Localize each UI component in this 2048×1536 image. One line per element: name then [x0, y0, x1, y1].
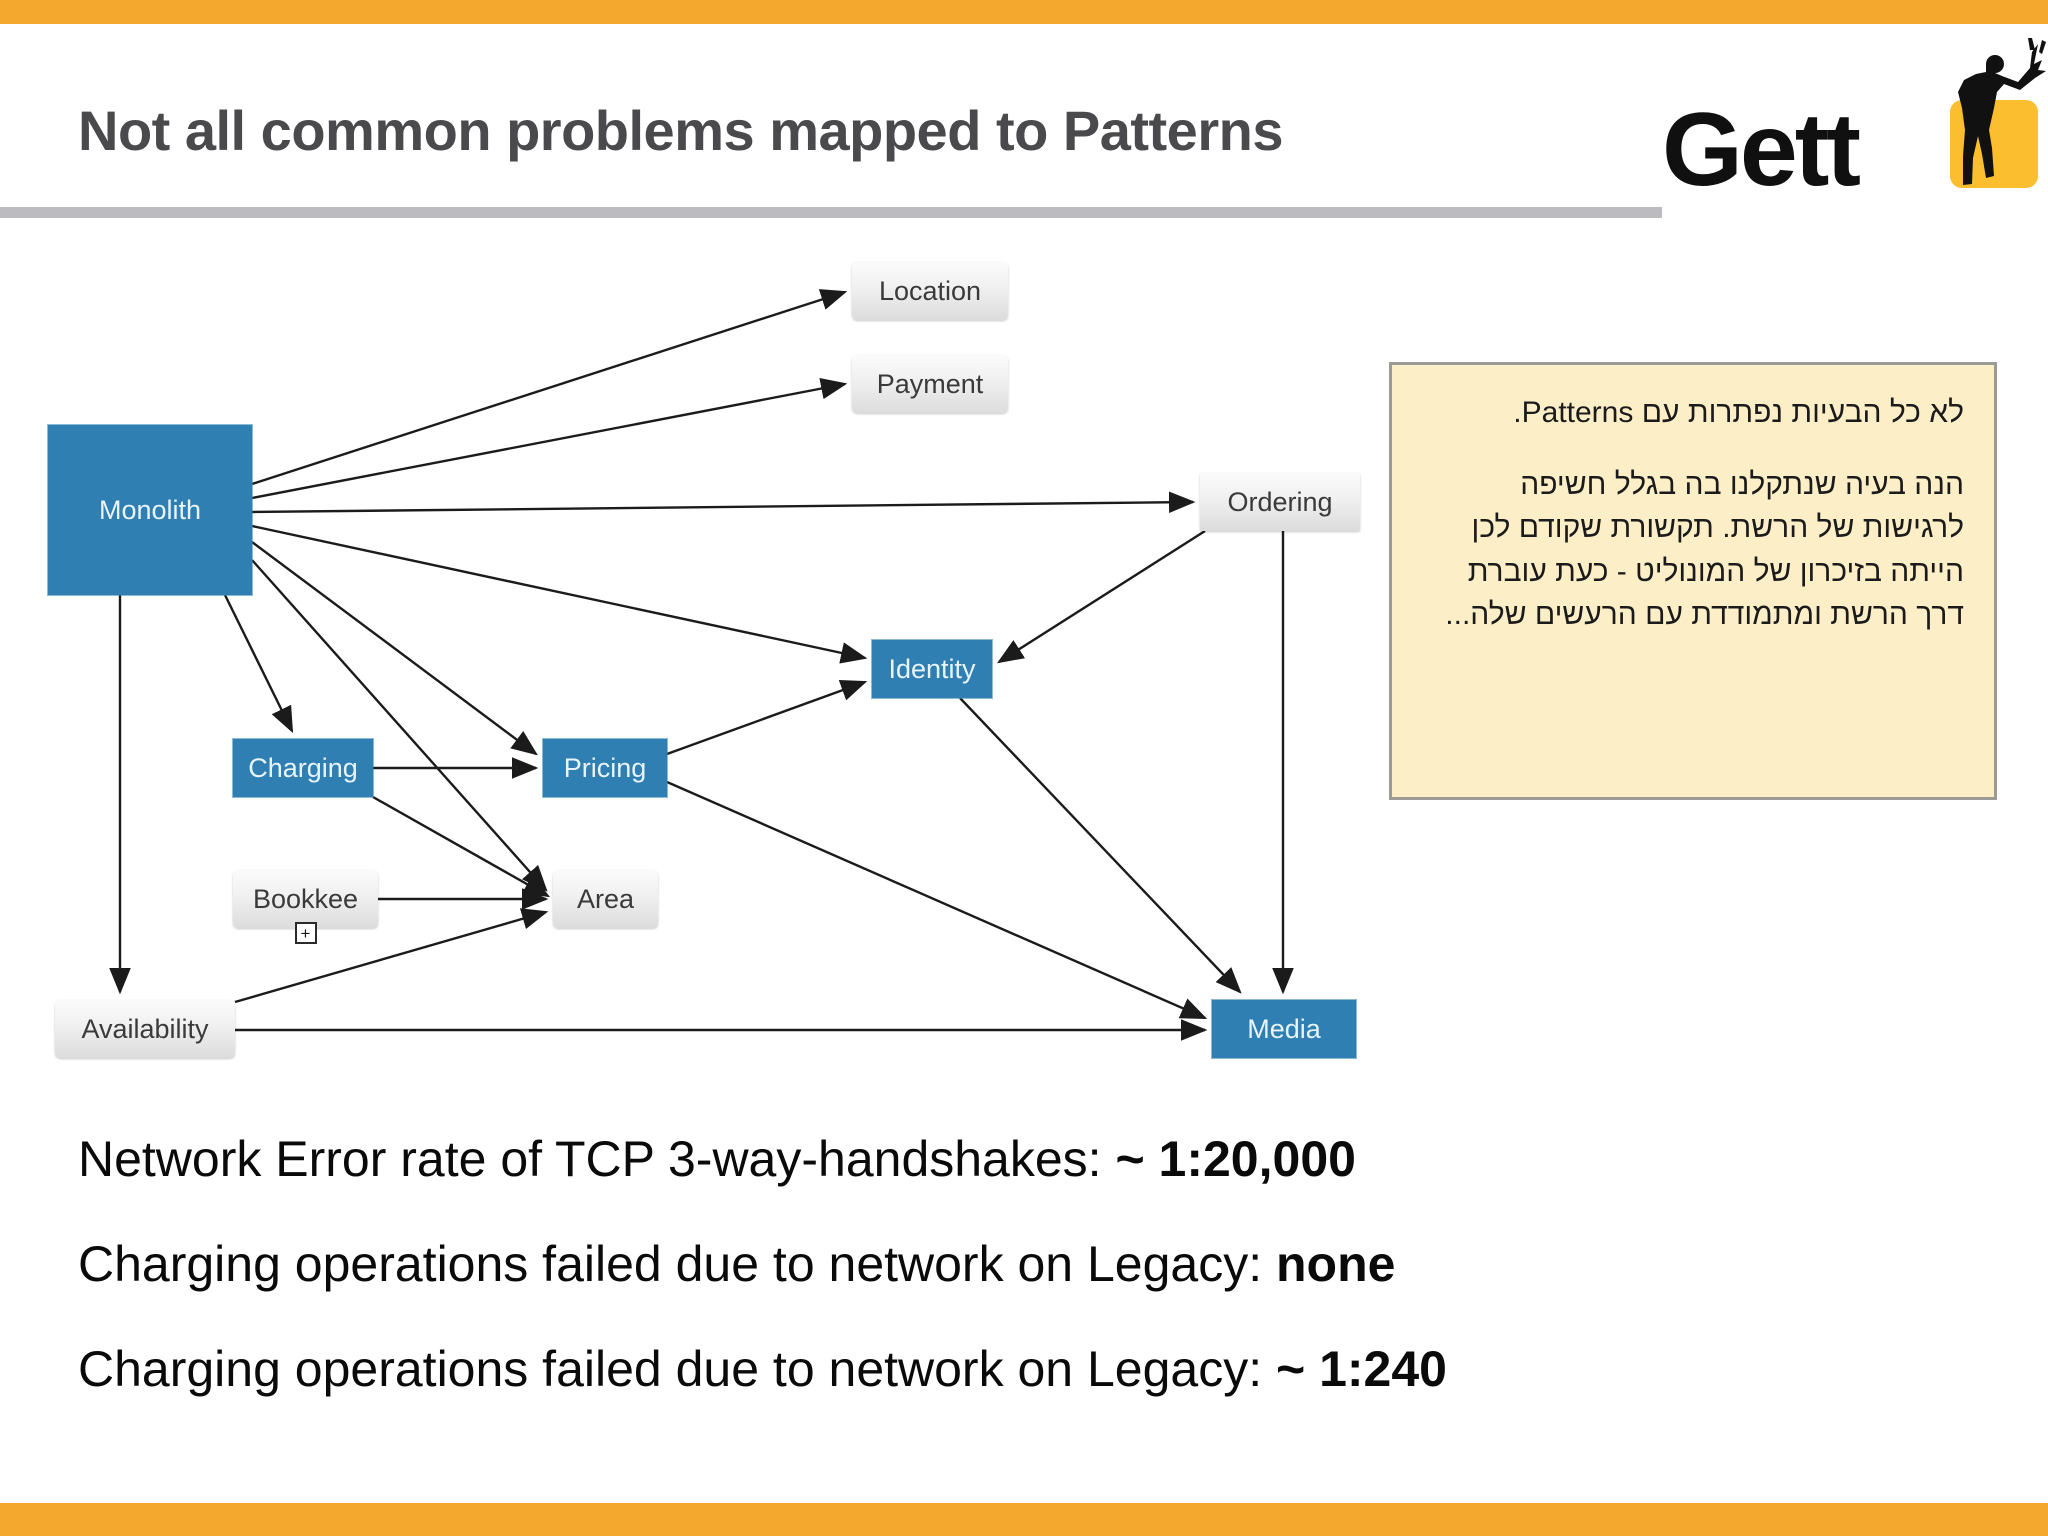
stat-label: Charging operations failed due to networ… — [78, 1341, 1276, 1397]
edge-charging-area — [372, 795, 551, 898]
node-monolith[interactable]: Monolith — [48, 425, 252, 595]
logo-wordmark: Gett — [1662, 92, 1861, 208]
edge-monolith-pricing — [251, 541, 538, 756]
stat-value: ~ 1:20,000 — [1115, 1131, 1356, 1187]
stat-line-1: Network Error rate of TCP 3-way-handshak… — [78, 1130, 1878, 1188]
node-label: Charging — [248, 752, 358, 783]
title-divider — [0, 207, 1662, 218]
edge-monolith-ordering — [251, 491, 1196, 514]
edge-ordering-identity — [996, 529, 1206, 664]
stat-line-2: Charging operations failed due to networ… — [78, 1235, 1878, 1293]
waving-person-silhouette-icon — [1958, 38, 2046, 185]
node-label: Ordering — [1227, 486, 1333, 517]
node-payment[interactable]: Payment — [852, 355, 1008, 413]
node-label: Payment — [876, 368, 984, 399]
callout-paragraph-1: לא כל הבעיות נפתרות עם Patterns. — [1513, 396, 1964, 429]
statistics-list: Network Error rate of TCP 3-way-handshak… — [78, 1130, 1878, 1398]
edge-availability-area — [234, 908, 549, 1004]
node-location[interactable]: Location — [852, 262, 1008, 320]
node-bookkeeping[interactable]: Bookkee — [233, 870, 378, 928]
edge-monolith-payment — [251, 377, 848, 500]
node-label: Pricing — [563, 752, 647, 783]
edge-monolith-area — [251, 559, 548, 892]
node-label: Media — [1247, 1013, 1321, 1044]
edge-pricing-identity — [666, 680, 868, 756]
node-label: Bookkee — [252, 883, 359, 914]
node-pricing[interactable]: Pricing — [543, 739, 667, 797]
hebrew-note-callout: לא כל הבעיות נפתרות עם Patterns. הנה בעי… — [1389, 362, 1997, 800]
node-label: Availability — [81, 1013, 209, 1044]
node-label: Identity — [888, 653, 976, 684]
gett-logo: Gett — [1662, 36, 2046, 202]
callout-paragraph-2: הנה בעיה שנתקלנו בה בגלל חשיפה לרגישות ש… — [1445, 467, 1964, 632]
node-area[interactable]: Area — [553, 870, 658, 928]
expand-plus-icon[interactable]: + — [294, 922, 317, 944]
bottom-accent-bar — [0, 1503, 2048, 1536]
edge-monolith-location — [251, 289, 848, 486]
top-accent-bar — [0, 0, 2048, 24]
node-label: Monolith — [98, 494, 202, 525]
stat-label: Charging operations failed due to networ… — [78, 1236, 1276, 1292]
stat-value: ~ 1:240 — [1276, 1341, 1447, 1397]
edge-pricing-media — [666, 780, 1208, 1020]
node-media[interactable]: Media — [1212, 1000, 1356, 1058]
stat-label: Network Error rate of TCP 3-way-handshak… — [78, 1131, 1116, 1187]
node-label: Location — [878, 275, 982, 306]
diagram-edges — [109, 289, 1294, 1041]
node-availability[interactable]: Availability — [55, 1000, 235, 1058]
node-label: Area — [576, 883, 635, 914]
node-ordering[interactable]: Ordering — [1200, 473, 1360, 531]
edge-monolith-charging — [223, 594, 294, 734]
architecture-diagram: Monolith Location Payment Ordering Ident… — [0, 230, 1420, 1100]
stat-value: none — [1276, 1236, 1396, 1292]
node-charging[interactable]: Charging — [233, 739, 373, 797]
edge-monolith-identity — [251, 524, 868, 664]
node-identity[interactable]: Identity — [872, 640, 992, 698]
stat-line-3: Charging operations failed due to networ… — [78, 1340, 1878, 1398]
edge-identity-media — [959, 697, 1242, 994]
page-title: Not all common problems mapped to Patter… — [78, 99, 1283, 162]
